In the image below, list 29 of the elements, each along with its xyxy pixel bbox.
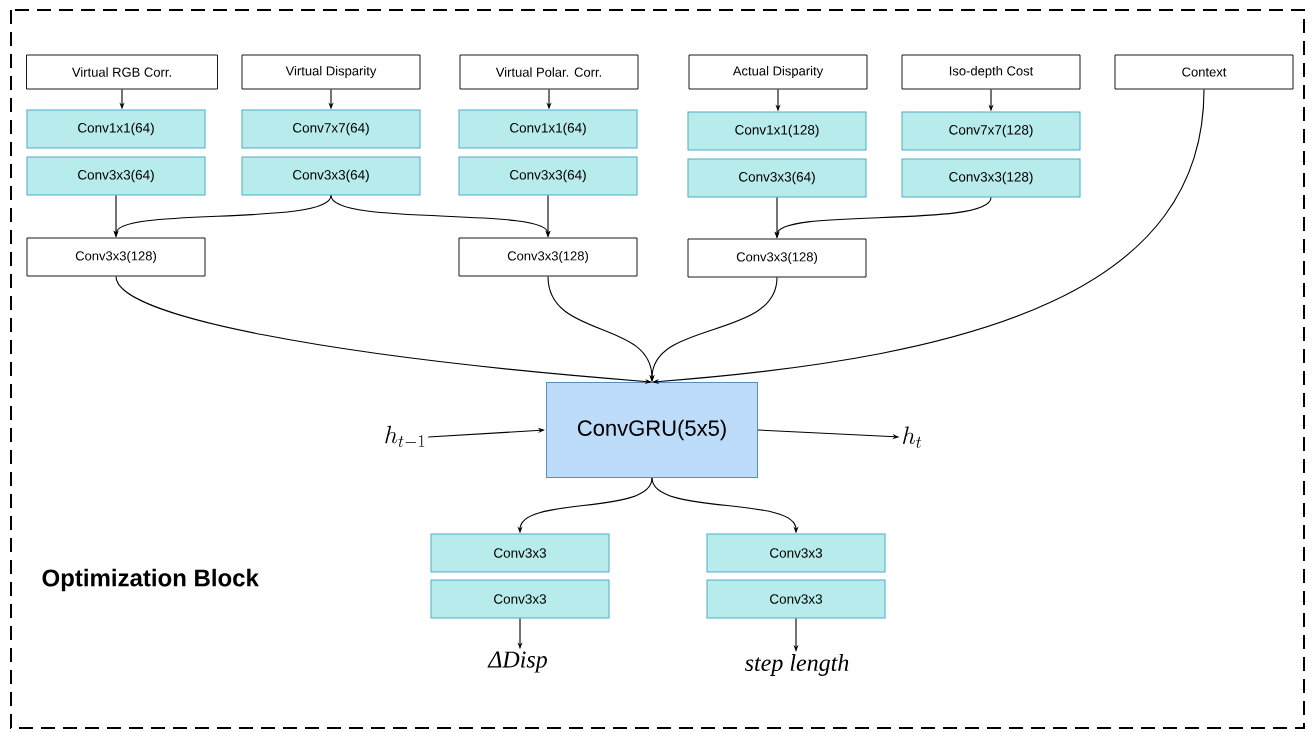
layer-box: Conv3x3(128) <box>458 237 638 277</box>
layer-box: Actual Disparity <box>688 54 868 90</box>
conv-layer-box: Conv3x3(64) <box>241 156 421 196</box>
layer-box: Virtual Disparity <box>241 54 421 90</box>
conv-layer-box: Conv1x1(64) <box>458 109 638 149</box>
layer-box: Context <box>1114 54 1294 90</box>
layer-box: Virtual Polar. Corr. <box>459 54 639 90</box>
output-label: ΔDisp <box>487 651 547 673</box>
conv-layer-box: Conv3x3 <box>430 533 610 573</box>
conv-layer-box: Conv7x7(128) <box>901 111 1081 151</box>
conv-layer-box: Conv7x7(64) <box>241 109 421 149</box>
conv-layer-box: Conv3x3 <box>706 579 886 619</box>
layer-box: Iso-depth Cost <box>901 54 1081 90</box>
conv-layer-box: Conv3x3(64) <box>26 156 206 196</box>
layer-box: Conv3x3(128) <box>26 237 206 277</box>
conv-layer-box: Conv3x3 <box>706 533 886 573</box>
layer-box: Conv3x3(128) <box>687 238 867 278</box>
output-label: step length <box>745 654 849 676</box>
state-symbol: $h_{t-1}$ <box>385 425 425 447</box>
layer-box: Virtual RGB Corr. <box>26 54 218 90</box>
conv-layer-box: Conv3x3 <box>430 579 610 619</box>
conv-layer-box: Conv3x3(64) <box>687 158 867 198</box>
block-title: Optimization Block <box>42 568 259 592</box>
conv-layer-box: Conv3x3(64) <box>458 156 638 196</box>
state-symbol: $h_t$ <box>903 426 922 448</box>
convgru-box: ConvGRU(5x5) <box>546 382 758 478</box>
conv-layer-box: Conv1x1(64) <box>26 109 206 149</box>
conv-layer-box: Conv1x1(128) <box>687 111 867 151</box>
conv-layer-box: Conv3x3(128) <box>901 158 1081 198</box>
